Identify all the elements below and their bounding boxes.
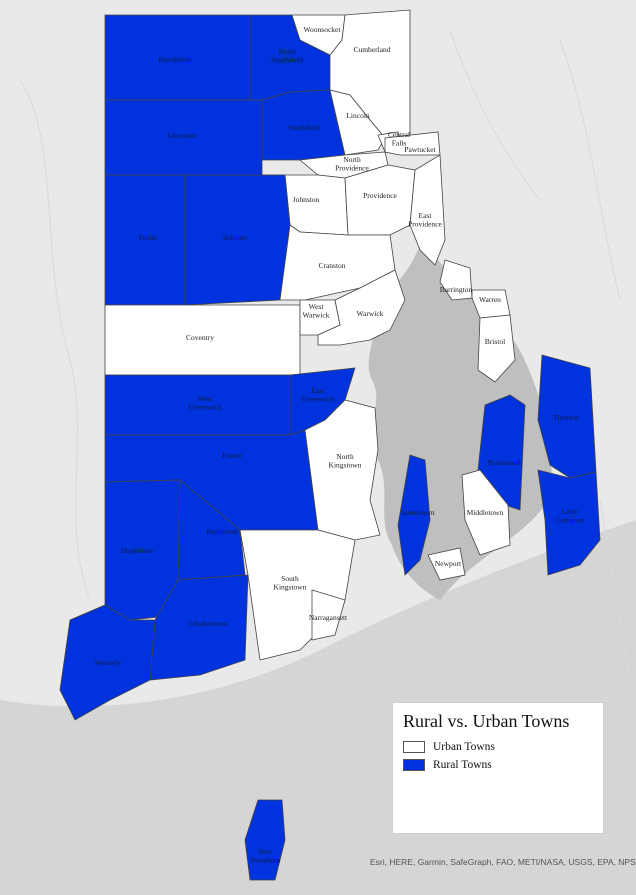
town-label-exeter: Exeter (222, 451, 242, 460)
map-attribution: Esri, HERE, Garmin, SafeGraph, FAO, METI… (370, 857, 636, 867)
town-label-narragansett: Narragansett (309, 613, 348, 622)
town-providence[interactable] (344, 164, 416, 236)
town-label-lincoln: Lincoln (346, 111, 370, 120)
town-label-woonsocket: Woonsocket (304, 25, 342, 34)
legend-swatch-rural (403, 759, 425, 771)
town-bristol[interactable] (477, 314, 516, 383)
town-label-westerly: Westerly (95, 658, 122, 667)
town-label-richmond: Richmond (206, 527, 237, 536)
town-label-pawtucket: Pawtucket (404, 145, 436, 154)
town-label-jamestown: Jamestown (401, 508, 435, 517)
town-label-scituate: Scituate (223, 233, 248, 242)
town-label-johnston: Johnston (293, 195, 320, 204)
town-label-charlestown: Charlestown (189, 619, 227, 628)
legend-swatch-urban (403, 741, 425, 753)
town-label-providence: Providence (363, 191, 397, 200)
legend-label-urban: Urban Towns (433, 741, 495, 753)
town-label-newport: Newport (435, 559, 462, 568)
town-label-cumberland: Cumberland (353, 45, 390, 54)
town-label-burrillville: Burrillville (158, 55, 192, 64)
town-barrington[interactable] (439, 259, 473, 301)
town-label-glocester: Glocester (168, 131, 197, 140)
town-pawtucket[interactable] (384, 131, 441, 156)
town-narragansett[interactable] (311, 589, 346, 641)
legend-title: Rural vs. Urban Towns (403, 711, 570, 731)
town-label-warren: Warren (479, 295, 501, 304)
town-little-compton[interactable] (537, 469, 601, 576)
town-label-warwick: Warwick (357, 309, 384, 318)
town-label-portsmouth: Portsmouth (488, 458, 523, 467)
town-label-tiverton: Tiverton (553, 413, 579, 422)
town-label-cranston: Cranston (318, 261, 345, 270)
town-label-coventry: Coventry (186, 333, 214, 342)
town-label-barrington: Barrington (440, 285, 473, 294)
town-east-providence[interactable] (409, 154, 446, 266)
towns-layer (59, 9, 601, 881)
town-hopkinton[interactable] (104, 479, 181, 621)
town-label-smithfield: Smithfield (288, 123, 320, 132)
town-westerly[interactable] (59, 604, 156, 721)
town-jamestown[interactable] (397, 454, 431, 576)
town-new-shoreham[interactable] (244, 799, 286, 881)
town-middletown[interactable] (461, 469, 511, 556)
town-newport[interactable] (427, 547, 466, 581)
town-label-middletown: Middletown (467, 508, 504, 517)
town-label-foster: Foster (139, 233, 158, 242)
basemap-roads (19, 29, 631, 681)
town-label-hopkinton: Hopkinton (121, 546, 153, 555)
legend-label-rural: Rural Towns (433, 759, 492, 771)
town-portsmouth[interactable] (477, 394, 526, 511)
legend-item-rural: Rural Towns (403, 759, 593, 771)
legend-item-urban: Urban Towns (403, 741, 593, 753)
map-legend: Rural vs. Urban Towns Urban Towns Rural … (392, 702, 604, 834)
town-warwick[interactable] (317, 269, 406, 346)
town-label-bristol: Bristol (485, 337, 505, 346)
